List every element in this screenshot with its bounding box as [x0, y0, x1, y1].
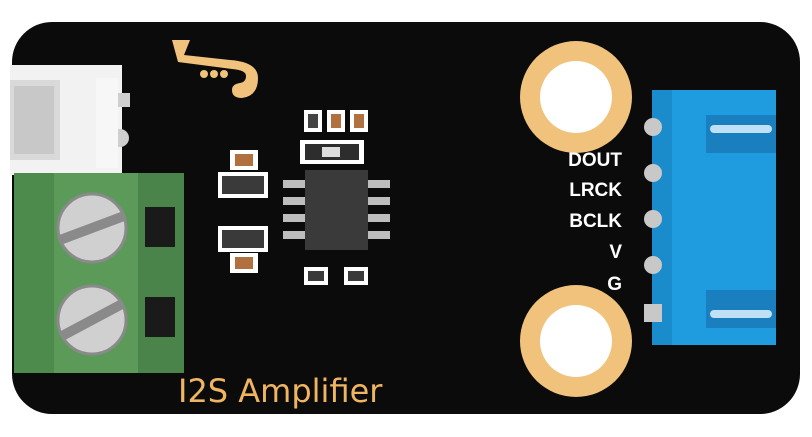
pin-label-dout: DOUT	[568, 150, 622, 171]
screw-terminal	[14, 173, 184, 373]
mounting-hole-bottom	[520, 285, 632, 397]
screw-icon	[56, 284, 128, 356]
smd-cluster-top	[300, 110, 368, 164]
smd-left-parts	[218, 150, 268, 273]
screw-icon	[56, 192, 128, 264]
mounting-hole-top	[520, 41, 632, 153]
board-title: I2S Amplifier	[178, 372, 383, 410]
pin-label-v: V	[609, 242, 622, 263]
pin-label-bclk: BCLK	[569, 211, 622, 232]
pin-label-g: G	[607, 274, 622, 295]
pin-label-lrck: LRCK	[569, 180, 622, 201]
logo-icon	[172, 40, 258, 98]
chip-icon	[283, 170, 390, 250]
connector-icon	[644, 90, 776, 345]
smd-bottom-parts	[304, 267, 368, 285]
jst-connector	[10, 65, 130, 175]
